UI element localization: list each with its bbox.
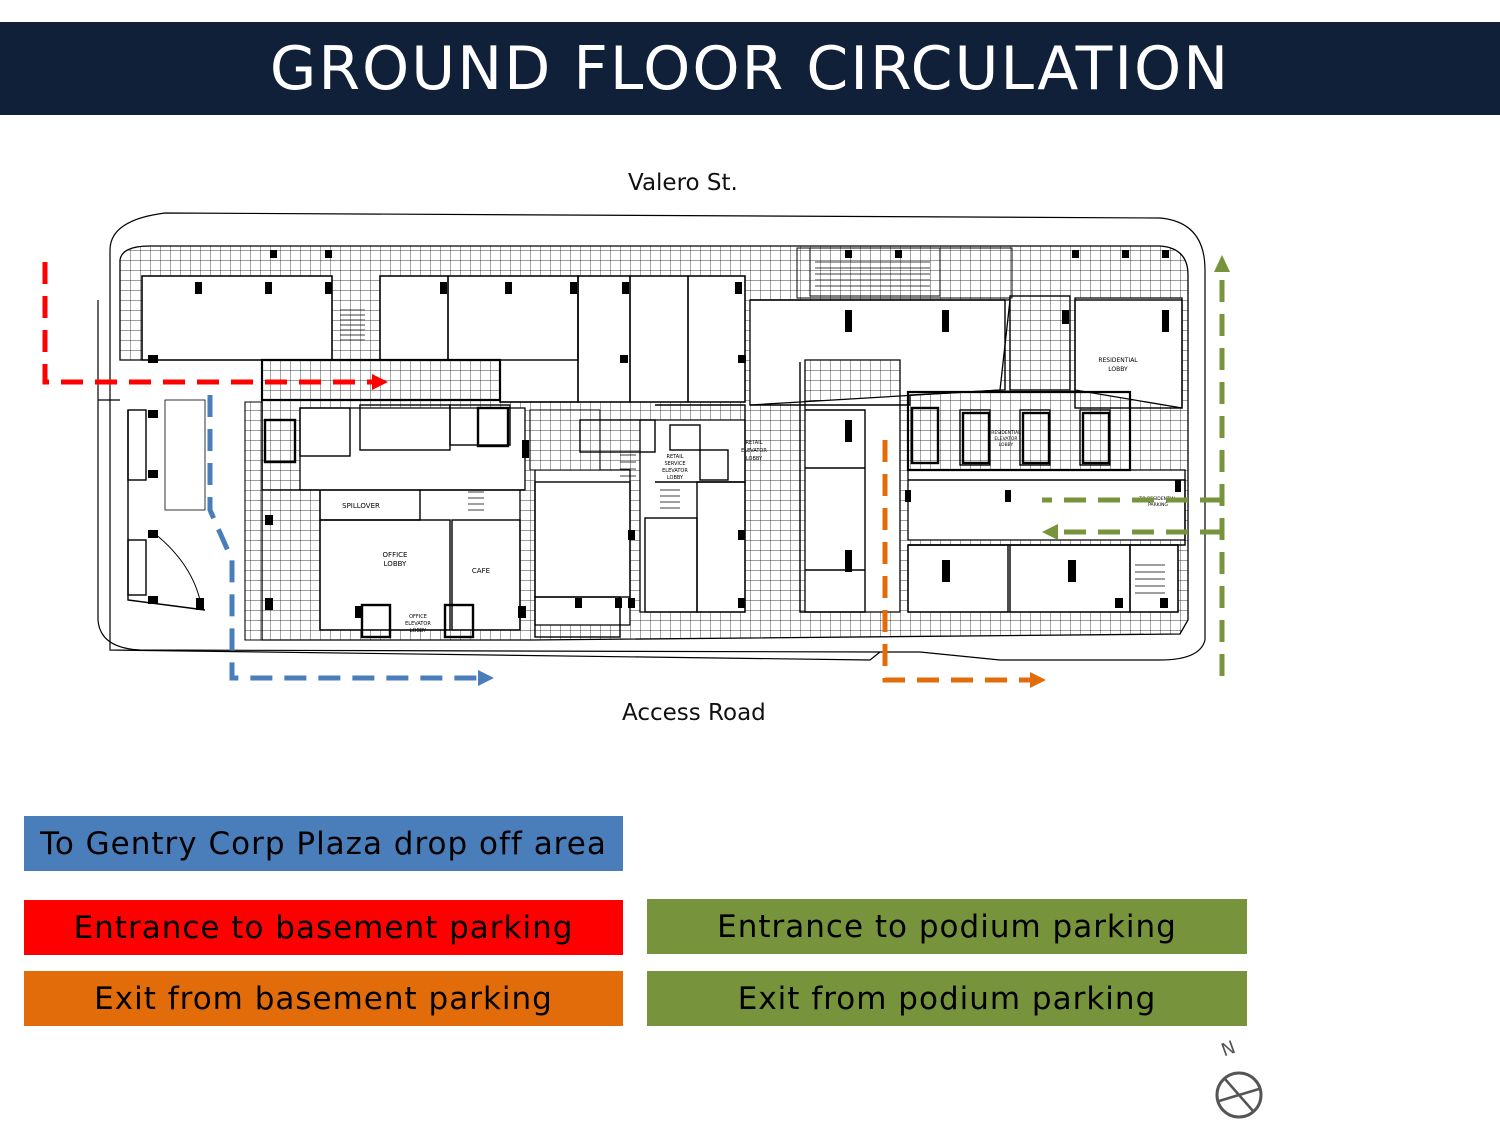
legend-entrance-podium-label: Entrance to podium parking xyxy=(717,908,1177,945)
page-title: GROUND FLOOR CIRCULATION xyxy=(269,33,1231,104)
route-to-plaza-dropoff xyxy=(207,395,478,681)
legend-entrance-basement-label: Entrance to basement parking xyxy=(73,909,574,946)
circulation-routes xyxy=(42,262,1225,683)
elevator-cars xyxy=(263,406,1111,639)
route-arrowheads xyxy=(372,255,1230,688)
label-residential-elev-3: LOBBY xyxy=(999,442,1014,448)
label-residential-elev-2: ELEVATOR xyxy=(994,436,1017,442)
paved-perimeter xyxy=(119,245,1189,641)
stairs xyxy=(340,261,1165,594)
label-to-residential-2: PARKING xyxy=(1148,502,1168,508)
title-bar: GROUND FLOOR CIRCULATION xyxy=(0,22,1500,115)
floor-plan: SPILLOVER OFFICE LOBBY CAFE OFFICE ELEVA… xyxy=(42,212,1230,688)
arrowhead-green-up xyxy=(1214,255,1230,272)
arrowhead-blue xyxy=(478,670,494,686)
route-exit-basement xyxy=(882,440,1032,683)
label-retail-elev-3: LOBBY xyxy=(746,456,763,462)
label-office-lobby-1: OFFICE xyxy=(383,551,408,559)
label-office-lobby-2: LOBBY xyxy=(384,560,407,568)
label-cafe: CAFE xyxy=(472,567,490,575)
legend-dropoff: To Gentry Corp Plaza drop off area xyxy=(24,816,623,871)
label-retail-service-3: ELEVATOR xyxy=(662,468,688,474)
label-office-elev-1: OFFICE xyxy=(409,614,427,620)
label-retail-service-1: RETAIL xyxy=(667,454,684,460)
legend-exit-podium: Exit from podium parking xyxy=(647,971,1247,1026)
label-to-residential-1: TO RESIDENTIAL xyxy=(1138,496,1177,502)
arrowhead-red xyxy=(372,374,388,390)
label-residential-lobby-1: RESIDENTIAL xyxy=(1098,357,1138,364)
label-office-elev-2: ELEVATOR xyxy=(405,621,431,627)
label-retail-service-4: LOBBY xyxy=(667,475,684,481)
room-labels: SPILLOVER OFFICE LOBBY CAFE OFFICE ELEVA… xyxy=(342,357,1177,634)
north-compass-icon: N xyxy=(1215,1037,1263,1119)
legend-exit-basement-label: Exit from basement parking xyxy=(94,980,553,1017)
label-residential-elev-1: RESIDENTIAL xyxy=(991,430,1021,436)
label-retail-elev-1: RETAIL xyxy=(746,440,763,446)
arrowhead-green-left xyxy=(1042,524,1058,540)
label-office-elev-3: LOBBY xyxy=(410,628,427,634)
legend-exit-podium-label: Exit from podium parking xyxy=(737,980,1157,1017)
legend-dropoff-label: To Gentry Corp Plaza drop off area xyxy=(40,825,607,862)
compass-letter: N xyxy=(1219,1037,1239,1061)
legend-exit-basement: Exit from basement parking xyxy=(24,971,623,1026)
street-label-south: Access Road xyxy=(622,700,766,726)
site-outline xyxy=(97,212,1206,661)
label-retail-service-2: SERVICE xyxy=(664,461,685,467)
label-residential-lobby-2: LOBBY xyxy=(1108,366,1128,373)
street-label-north: Valero St. xyxy=(628,170,738,196)
route-entrance-basement xyxy=(42,262,372,385)
arrowhead-orange xyxy=(1030,672,1046,688)
label-spillover: SPILLOVER xyxy=(342,502,380,510)
label-retail-elev-2: ELEVATOR xyxy=(741,448,767,454)
legend-entrance-basement: Entrance to basement parking xyxy=(24,900,623,955)
legend-entrance-podium: Entrance to podium parking xyxy=(647,899,1247,954)
structural-columns xyxy=(148,250,1181,618)
